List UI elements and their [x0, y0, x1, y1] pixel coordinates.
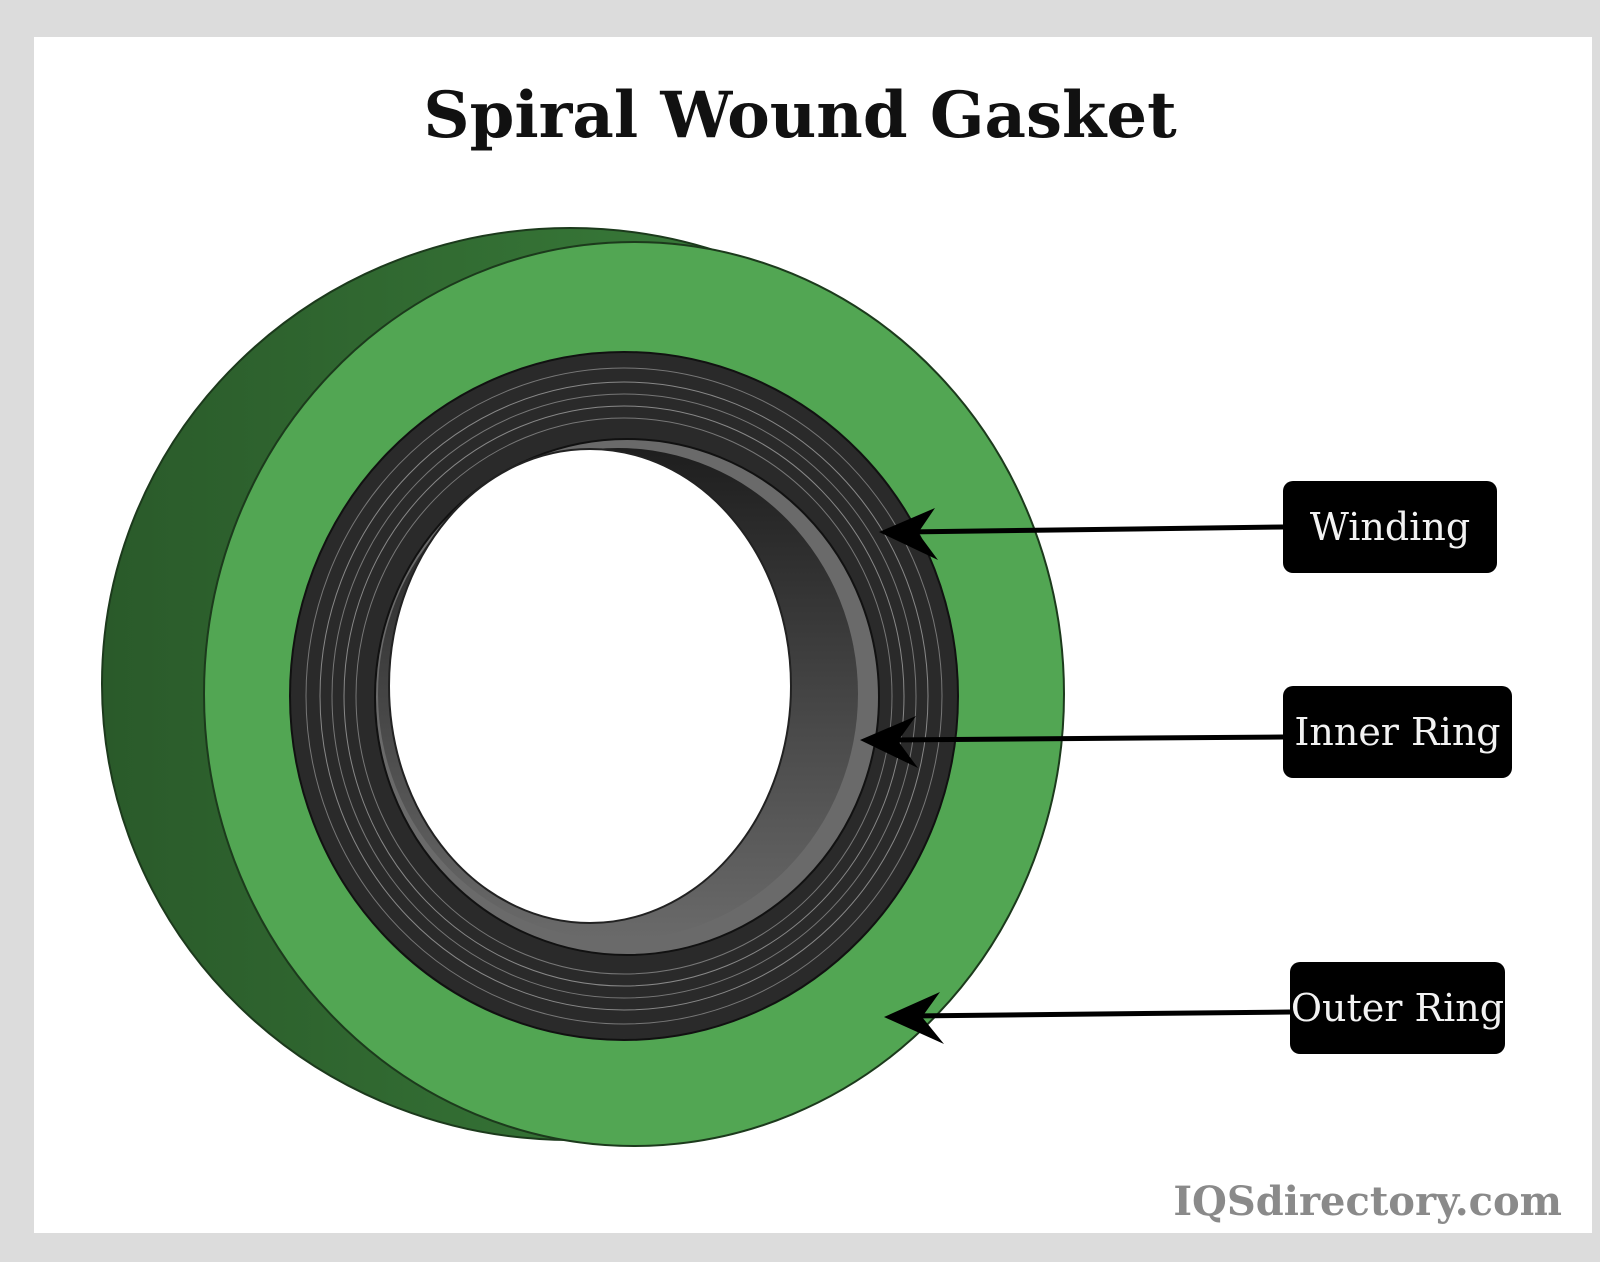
- label-winding: Winding: [1283, 481, 1497, 573]
- label-inner-ring: Inner Ring: [1283, 686, 1512, 778]
- diagram-title: Spiral Wound Gasket: [423, 78, 1177, 153]
- gasket-hole: [388, 448, 792, 924]
- inner-ring-arrow: [860, 716, 1284, 768]
- watermark: IQSdirectory.com: [1173, 1178, 1562, 1225]
- outer-ring-arrow: [884, 992, 1291, 1044]
- label-outer-ring: Outer Ring: [1290, 962, 1505, 1054]
- winding-arrow: [879, 508, 1284, 560]
